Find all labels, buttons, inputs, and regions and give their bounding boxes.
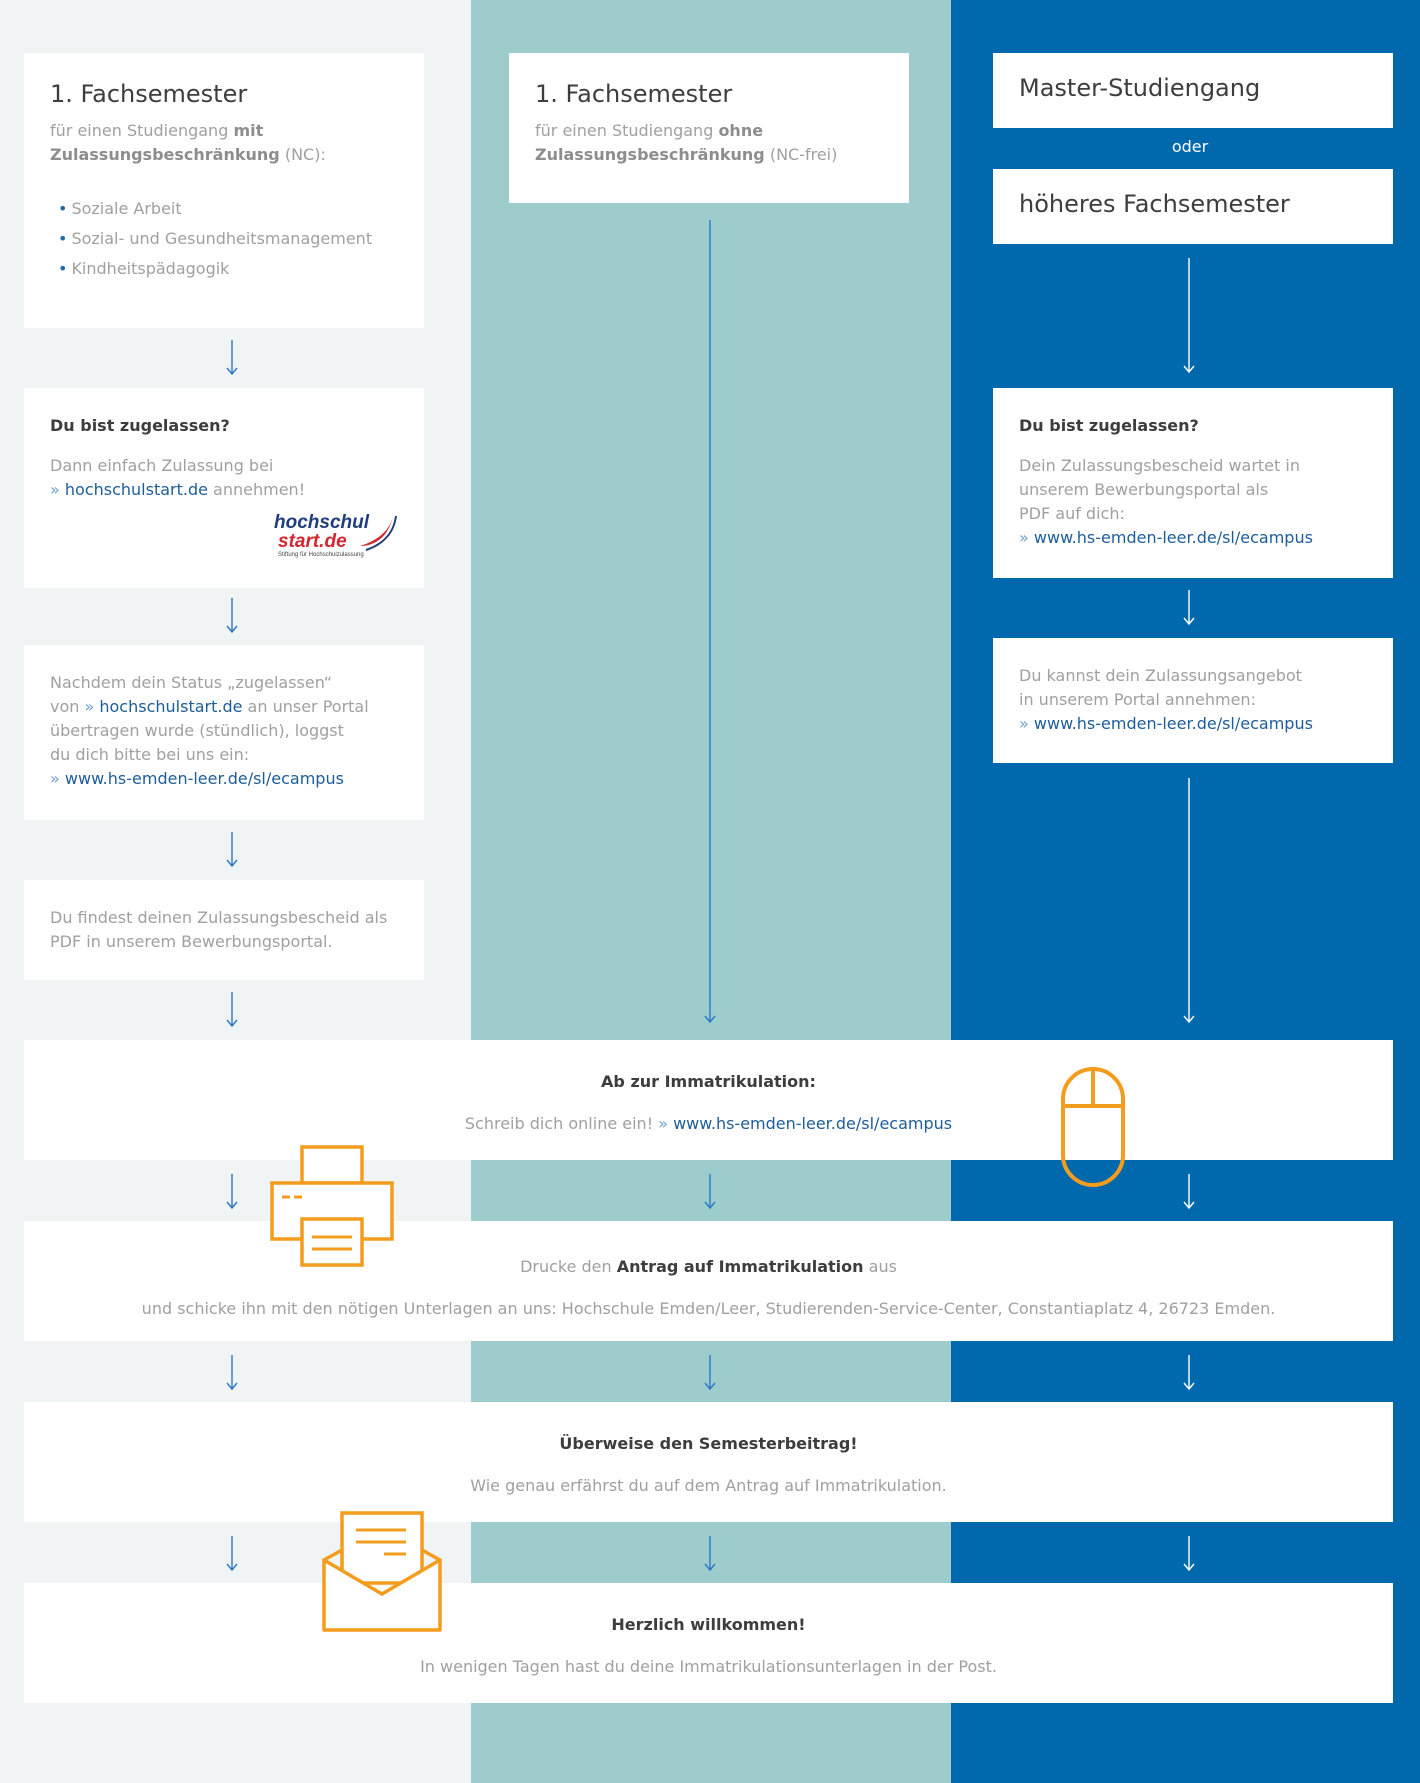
ecampus-link-right-1[interactable]: www.hs-emden-leer.de/sl/ecampus [1033,528,1313,547]
left-admitted-question: Du bist zugelassen? [50,416,230,435]
study-program-list: •Soziale Arbeit •Sozial- und Gesundheits… [50,197,398,281]
middle-heading-card: 1. Fachsemester für einen Studiengang oh… [509,53,909,203]
arrow-down-icon [226,598,238,634]
arrow-down-icon [704,1536,716,1572]
middle-heading-title: 1. Fachsemester [535,80,733,108]
arrow-down-icon [1183,590,1195,626]
arrow-down-icon [1183,1536,1195,1572]
list-item: •Kindheitspädagogik [58,259,230,278]
arrow-down-icon [704,1174,716,1210]
arrow-down-icon [1183,1355,1195,1391]
hochschulstart-link[interactable]: hochschulstart.de [64,480,208,499]
hochschulstart-link-2[interactable]: hochschulstart.de [99,697,243,716]
ecampus-link-left[interactable]: www.hs-emden-leer.de/sl/ecampus [64,769,344,788]
step-immatrikulation-card: Ab zur Immatrikulation: Schreib dich onl… [24,1040,1393,1160]
arrow-down-icon [226,1536,238,1572]
middle-heading-text: für einen Studiengang ohne Zulassungsbes… [535,121,838,164]
right-accept-card: Du kannst dein Zulassungsangebot in unse… [993,638,1393,763]
arrow-down-icon [1183,258,1195,374]
arrow-down-icon [1183,778,1195,1024]
higher-semester-card: höheres Fachsemester [993,169,1393,244]
left-admitted-text: Dann einfach Zulassung bei [50,456,274,475]
step-antrag-card: Drucke den Antrag auf Immatrikulation au… [24,1221,1393,1341]
arrow-down-icon [704,220,716,1024]
left-heading-title: 1. Fachsemester [50,80,248,108]
arrow-down-icon [226,1174,238,1210]
mouse-icon [1061,1067,1125,1187]
master-card: Master-Studiengang [993,53,1393,128]
left-bescheid-card: Du findest deinen Zulassungsbescheid als… [24,880,424,980]
step-willkommen-card: Herzlich willkommen! In wenigen Tagen ha… [24,1583,1393,1703]
or-label: oder [1171,137,1209,156]
left-admitted-card: Du bist zugelassen? Dann einfach Zulassu… [24,388,424,588]
left-heading-card: 1. Fachsemester für einen Studiengang mi… [24,53,424,328]
printer-icon [270,1145,394,1267]
hochschulstart-logo: hochschul start.de Stiftung für Hochschu… [274,512,414,573]
left-admitted-link-line: » hochschulstart.de annehmen! [50,480,306,499]
arrow-down-icon [1183,1174,1195,1210]
logo-swoosh-icon [360,512,397,551]
left-heading-text: für einen Studiengang mit Zulassungsbesc… [50,121,326,164]
arrow-down-icon [226,832,238,868]
arrow-down-icon [226,340,238,376]
ecampus-link-immatrikulation[interactable]: www.hs-emden-leer.de/sl/ecampus [673,1114,953,1133]
step-beitrag-card: Überweise den Semesterbeitrag! Wie genau… [24,1402,1393,1522]
envelope-icon [322,1511,442,1632]
arrow-down-icon [226,992,238,1028]
right-admitted-card: Du bist zugelassen? Dein Zulassungsbesch… [993,388,1393,578]
arrow-down-icon [226,1355,238,1391]
arrow-down-icon [704,1355,716,1391]
list-item: •Soziale Arbeit [58,199,182,218]
list-item: •Sozial- und Gesundheitsmanagement [58,229,373,248]
ecampus-link-right-2[interactable]: www.hs-emden-leer.de/sl/ecampus [1033,714,1313,733]
left-status-card: Nachdem dein Status „zugelassen“ von » h… [24,645,424,820]
